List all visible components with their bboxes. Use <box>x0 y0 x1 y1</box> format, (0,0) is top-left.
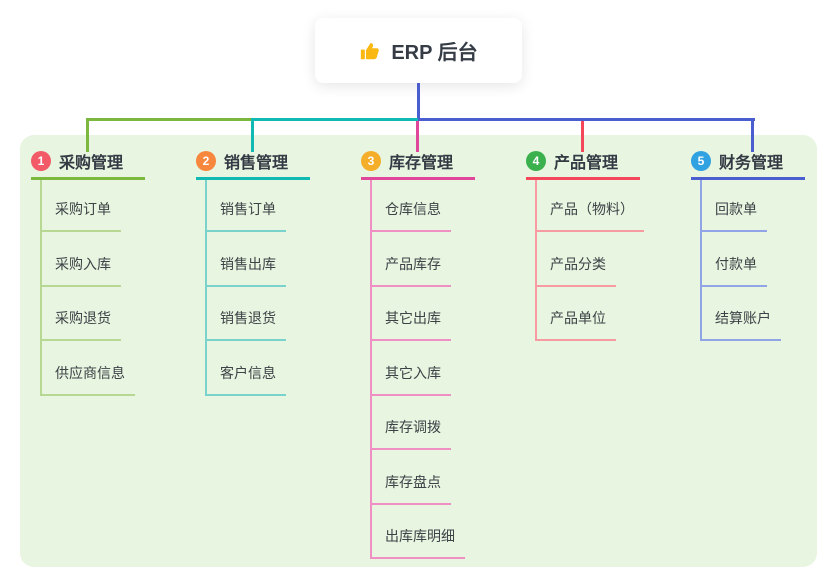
child-node[interactable]: 产品单位 <box>535 306 616 341</box>
branch-badge: 1 <box>31 151 51 171</box>
branches-panel <box>20 135 817 567</box>
child-node[interactable]: 采购入库 <box>40 252 121 287</box>
root-node[interactable]: ERP 后台 <box>315 18 522 83</box>
bus-segment-2 <box>253 118 418 121</box>
child-node[interactable]: 产品（物料） <box>535 197 644 232</box>
branch-drop-line-5 <box>751 118 754 152</box>
bus-segment-3 <box>418 118 755 121</box>
child-node[interactable]: 产品库存 <box>370 252 451 287</box>
bus-segment-1 <box>87 118 253 121</box>
branch-badge: 5 <box>691 151 711 171</box>
branch-rail-1 <box>40 180 42 396</box>
branch-header-5[interactable]: 5 财务管理 <box>691 148 805 180</box>
child-node[interactable]: 库存盘点 <box>370 470 451 505</box>
branch-badge: 3 <box>361 151 381 171</box>
branch-rail-5 <box>700 180 702 341</box>
branch-rail-2 <box>205 180 207 396</box>
child-node[interactable]: 销售出库 <box>205 252 286 287</box>
branch-drop-line-1 <box>86 118 89 152</box>
child-node[interactable]: 销售退货 <box>205 306 286 341</box>
branch-header-2[interactable]: 2 销售管理 <box>196 148 310 180</box>
branch-drop-line-3 <box>416 121 419 152</box>
branch-header-1[interactable]: 1 采购管理 <box>31 148 145 180</box>
child-node[interactable]: 付款单 <box>700 252 767 287</box>
branch-label: 财务管理 <box>719 155 784 172</box>
branch-badge: 2 <box>196 151 216 171</box>
branch-rail-3 <box>370 180 372 559</box>
branch-label: 采购管理 <box>59 155 124 172</box>
child-node[interactable]: 库存调拨 <box>370 415 451 450</box>
child-node[interactable]: 产品分类 <box>535 252 616 287</box>
child-node[interactable]: 客户信息 <box>205 361 286 396</box>
root-label: ERP 后台 <box>391 42 478 64</box>
branch-drop-line-2 <box>251 118 254 152</box>
child-node[interactable]: 采购退货 <box>40 306 121 341</box>
branch-header-4[interactable]: 4 产品管理 <box>526 148 640 180</box>
branch-drop-line-4 <box>581 121 584 152</box>
child-node[interactable]: 采购订单 <box>40 197 121 232</box>
branch-badge: 4 <box>526 151 546 171</box>
child-node[interactable]: 出库库明细 <box>370 524 465 559</box>
child-node[interactable]: 供应商信息 <box>40 361 135 396</box>
child-node[interactable]: 其它入库 <box>370 361 451 396</box>
branch-label: 库存管理 <box>389 155 454 172</box>
root-connector-line <box>417 83 420 121</box>
branch-header-3[interactable]: 3 库存管理 <box>361 148 475 180</box>
child-node[interactable]: 回款单 <box>700 197 767 232</box>
child-node[interactable]: 销售订单 <box>205 197 286 232</box>
child-node[interactable]: 结算账户 <box>700 306 781 341</box>
branch-label: 产品管理 <box>554 155 619 172</box>
child-node[interactable]: 其它出库 <box>370 306 451 341</box>
branch-label: 销售管理 <box>224 155 289 172</box>
thumbs-up-icon <box>361 42 380 59</box>
child-node[interactable]: 仓库信息 <box>370 197 451 232</box>
branch-rail-4 <box>535 180 537 341</box>
